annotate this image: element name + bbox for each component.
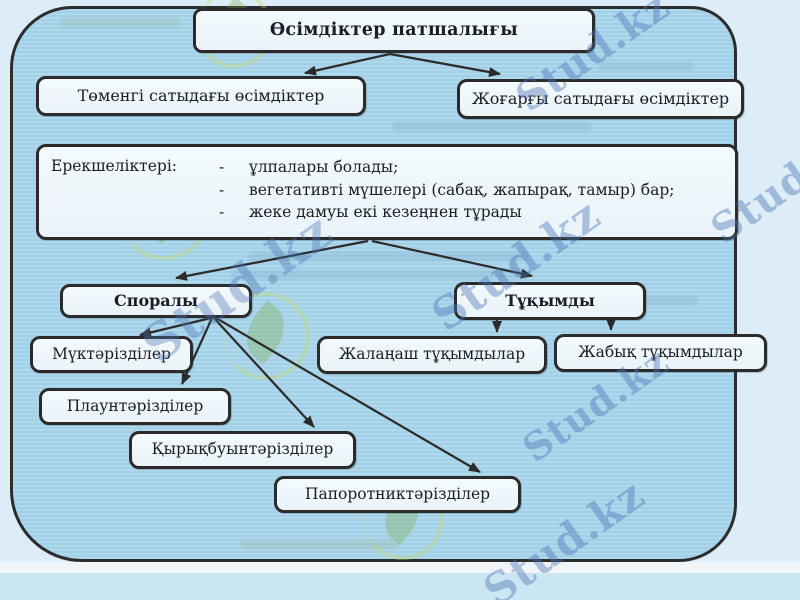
node-label: Өсімдіктер патшалығы: [269, 20, 519, 41]
node-label: Қырықбуынтәрізділер: [151, 440, 334, 459]
bottom-highlight-strip: [0, 573, 800, 600]
node-angiosperms: Жабық тұқымдылар: [554, 334, 767, 372]
node-label: Жалаңаш тұқымдылар: [338, 345, 526, 364]
node-label: Плаунтәрізділер: [66, 396, 204, 415]
node-horsetails: Қырықбуынтәрізділер: [129, 431, 356, 469]
node-label: Жоғарғы сатыдағы өсімдіктер: [471, 88, 730, 108]
features-item-text: ұлпалары болады;: [249, 158, 399, 176]
node-features: Ерекшеліктері: - ұлпалары болады; - веге…: [36, 144, 738, 240]
page-margin-band: [0, 562, 800, 573]
node-lower-plants: Төменгі сатыдағы өсімдіктер: [36, 76, 366, 116]
dash-marker: -: [219, 203, 225, 221]
node-label: Мүктәрізділер: [52, 344, 171, 363]
node-ferns: Папоротниктәрізділер: [274, 476, 521, 513]
features-item: - жеке дамуы екі кезеңнен тұрады: [219, 201, 675, 224]
node-seed-plants: Тұқымды: [454, 282, 646, 320]
node-label: Төменгі сатыдағы өсімдіктер: [77, 85, 325, 105]
node-clubmosses: Плаунтәрізділер: [39, 388, 231, 425]
node-plant-kingdom: Өсімдіктер патшалығы: [193, 8, 595, 53]
node-label: Папоротниктәрізділер: [304, 484, 491, 503]
dash-marker: -: [219, 158, 225, 176]
features-item: - ұлпалары болады;: [219, 156, 675, 179]
node-higher-plants: Жоғарғы сатыдағы өсімдіктер: [457, 79, 744, 119]
features-list: - ұлпалары болады; - вегетативті мүшелер…: [219, 156, 675, 224]
node-gymnosperms: Жалаңаш тұқымдылар: [317, 336, 547, 374]
features-item-text: жеке дамуы екі кезеңнен тұрады: [249, 203, 522, 221]
features-item: - вегетативті мүшелері (сабақ, жапырақ, …: [219, 179, 675, 202]
features-label: Ерекшеліктері:: [51, 157, 178, 175]
features-item-text: вегетативті мүшелері (сабақ, жапырақ, та…: [249, 180, 675, 199]
node-spore-plants: Споралы: [60, 284, 252, 318]
node-mosses: Мүктәрізділер: [30, 336, 193, 373]
node-label: Тұқымды: [505, 290, 595, 310]
node-label: Споралы: [114, 290, 198, 310]
node-label: Жабық тұқымдылар: [578, 343, 743, 362]
dash-marker: -: [219, 180, 225, 199]
